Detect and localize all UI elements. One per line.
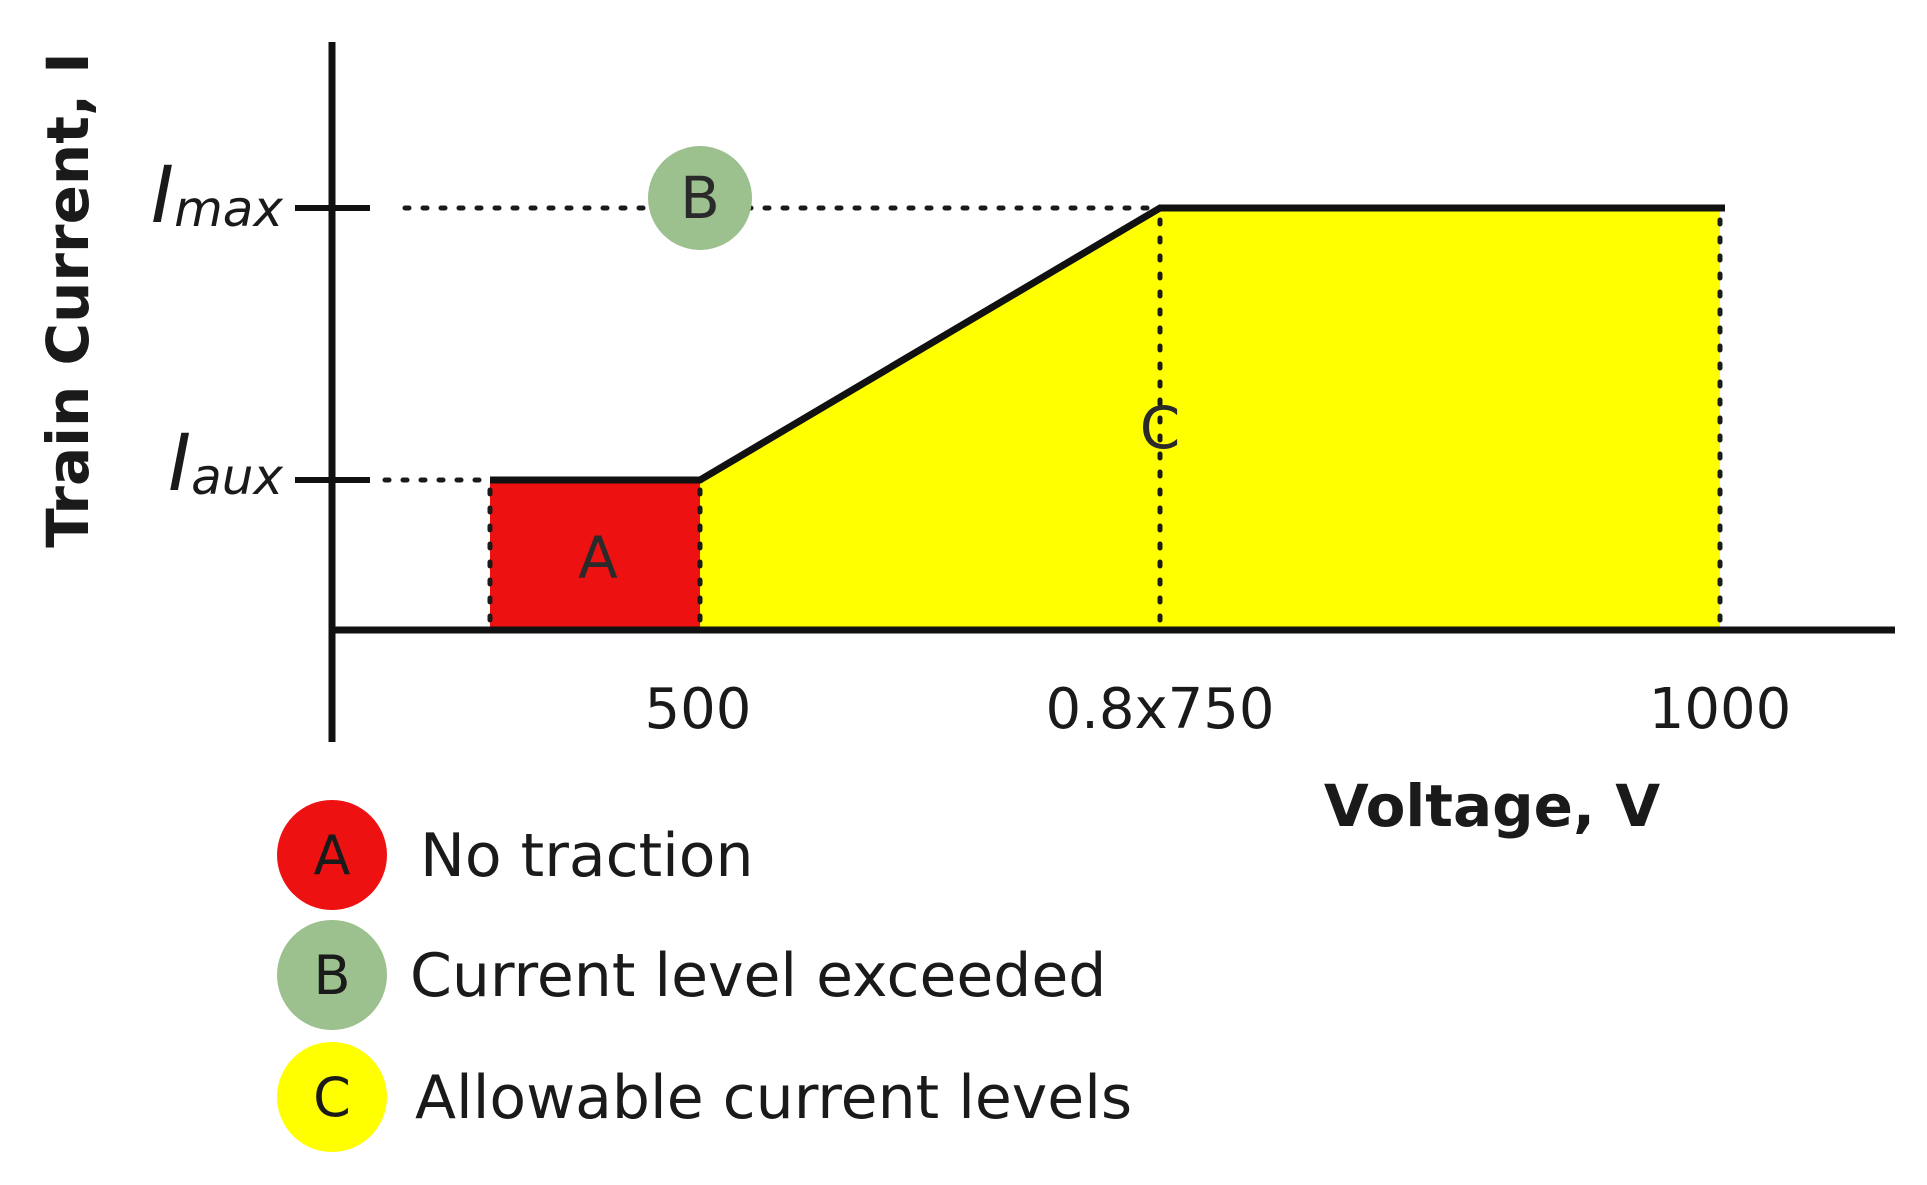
region-a-letter: A [578, 524, 618, 592]
iaux-symbol: I [168, 419, 191, 509]
no-traction-region [490, 480, 700, 628]
region-b-letter: B [680, 164, 720, 232]
legend-swatch-c [277, 1042, 387, 1152]
y-axis-title: Train Current, I [34, 52, 102, 548]
legend-label-a: No traction [420, 821, 754, 891]
region-b-marker [648, 146, 752, 250]
region-c-letter: C [1140, 394, 1181, 462]
legend-swatch-b [277, 920, 387, 1030]
legend-swatch-a [277, 800, 387, 910]
allowable-region [700, 208, 1720, 628]
dotted-guides [382, 205, 1723, 631]
legend-item-a: A No traction [277, 800, 754, 910]
legend-label-b: Current level exceeded [410, 941, 1106, 1011]
legend-item-b: B Current level exceeded [277, 920, 1106, 1030]
legend: A No traction B Current level exceeded C… [277, 800, 1132, 1152]
iaux-label: Iaux [168, 419, 283, 509]
x-axis-title: Voltage, V [1324, 772, 1660, 840]
x-tick-1000: 1000 [1649, 677, 1792, 742]
iaux-subscript: aux [191, 448, 283, 506]
legend-letter-a: A [314, 824, 351, 887]
legend-label-c: Allowable current levels [415, 1063, 1132, 1133]
x-tick-500: 500 [645, 677, 752, 742]
legend-letter-b: B [313, 944, 350, 1007]
legend-item-c: C Allowable current levels [277, 1042, 1132, 1152]
x-tick-0.8x750: 0.8x750 [1045, 677, 1274, 742]
legend-letter-c: C [313, 1066, 351, 1129]
imax-label: Imax [151, 151, 283, 241]
current-limit-curve [490, 204, 1725, 484]
imax-subscript: max [174, 180, 283, 238]
imax-symbol: I [151, 151, 174, 241]
